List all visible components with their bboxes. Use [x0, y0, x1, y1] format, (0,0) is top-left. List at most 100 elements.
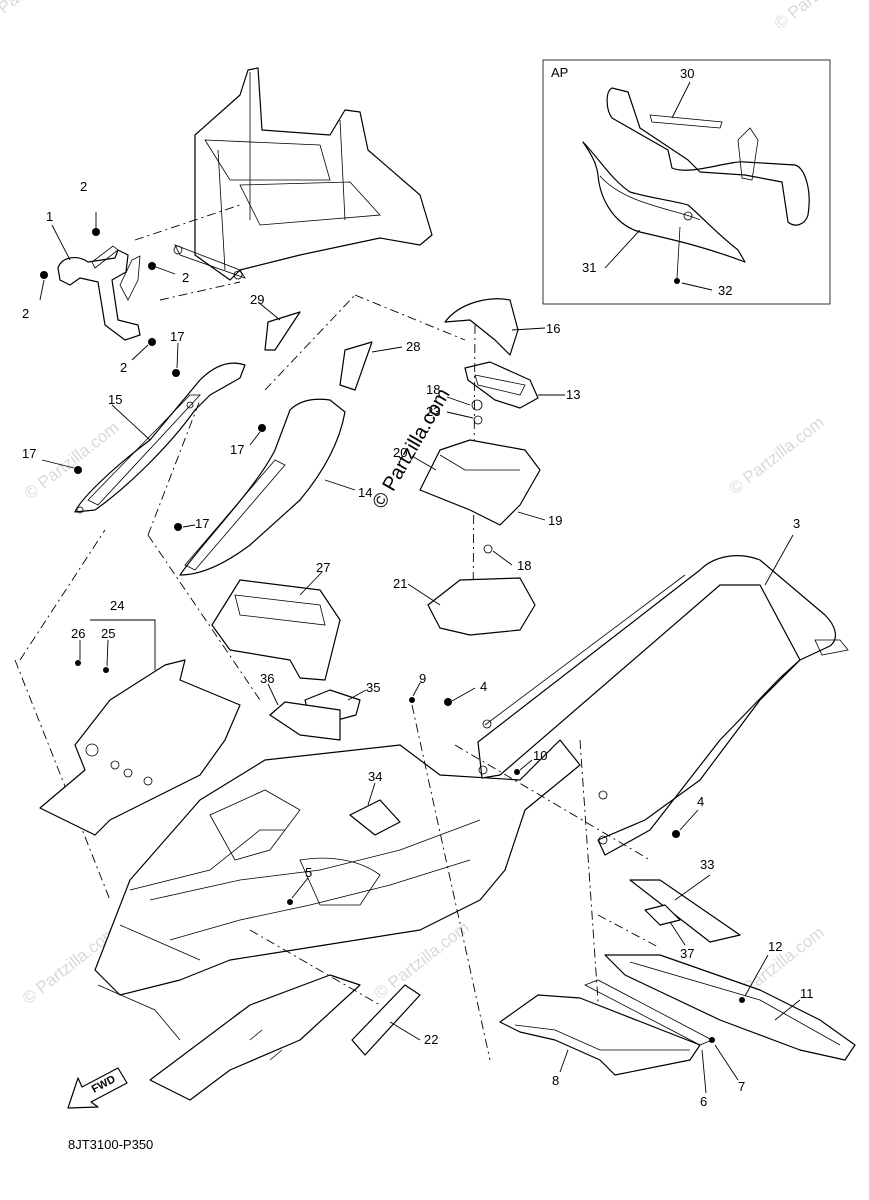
assembly-line — [472, 324, 476, 616]
callout-9: 9 — [419, 671, 426, 686]
callout-37: 37 — [680, 946, 694, 961]
callout-12: 12 — [768, 939, 782, 954]
callout-31: 31 — [582, 260, 596, 275]
watermark: © Partzilla.com — [726, 413, 828, 499]
callout-30: 30 — [680, 66, 694, 81]
callout-33: 33 — [700, 857, 714, 872]
leader — [701, 1049, 707, 1094]
leader — [407, 583, 441, 606]
inset-label: AP — [551, 65, 568, 80]
callout-17: 17 — [195, 516, 209, 531]
leader — [324, 479, 356, 491]
leader — [774, 999, 801, 1021]
callout-28: 28 — [406, 339, 420, 354]
leader — [674, 874, 711, 901]
part-22-rubber-strip — [351, 984, 421, 1056]
callout-32: 32 — [718, 283, 732, 298]
leader — [257, 301, 281, 321]
leader — [517, 511, 546, 521]
leader — [39, 279, 45, 301]
part-2-bolts — [40, 228, 156, 346]
leader — [131, 344, 149, 361]
part-7-rivet — [709, 1037, 715, 1043]
part-31-skid-guard — [582, 141, 746, 263]
callout-2: 2 — [80, 179, 87, 194]
part-33-decal — [629, 879, 741, 943]
leader — [764, 534, 794, 586]
callout-8: 8 — [552, 1073, 559, 1088]
part-29-decal — [264, 311, 301, 351]
callout-4: 4 — [480, 679, 487, 694]
leader — [347, 689, 367, 701]
fwd-arrow-icon: FWD — [67, 1067, 128, 1109]
callout-17: 17 — [170, 329, 184, 344]
callout-4: 4 — [697, 794, 704, 809]
part-13-bracket — [464, 361, 539, 409]
callout-36: 36 — [260, 671, 274, 686]
part-30-bracket — [649, 114, 723, 129]
leader — [106, 639, 109, 667]
assembly-line — [249, 929, 381, 1006]
part-31-hole — [683, 211, 693, 221]
part-32-bolt — [676, 226, 681, 279]
part-27-storage-box — [211, 579, 341, 681]
leader — [51, 224, 71, 261]
rear-chassis — [94, 739, 581, 1101]
part-9-rivet — [409, 697, 415, 703]
leader — [249, 431, 261, 446]
part-24-heat-shield — [39, 659, 241, 836]
assembly-line — [159, 281, 241, 301]
leader — [681, 282, 713, 291]
leader — [714, 1044, 739, 1081]
diagram-code: 8JT3100-P350 — [68, 1137, 153, 1152]
part-23-collar — [473, 415, 483, 425]
callout-10: 10 — [533, 748, 547, 763]
callouts: 1 2 2 2 2 3 4 4 5 6 7 8 9 10 11 12 13 14… — [22, 179, 814, 1109]
callout-6: 6 — [700, 1094, 707, 1109]
leader — [90, 619, 156, 670]
callout-1: 1 — [46, 209, 53, 224]
callout-18: 18 — [426, 382, 440, 397]
callout-17: 17 — [22, 446, 36, 461]
part-31-edge — [599, 175, 701, 221]
part-32-head — [674, 278, 680, 284]
part-30-mount — [737, 127, 759, 181]
part-5-rivet — [287, 899, 293, 905]
part-17-screws — [74, 369, 266, 531]
leader — [446, 396, 471, 406]
callout-35: 35 — [366, 680, 380, 695]
leader — [111, 404, 151, 441]
leader — [492, 550, 513, 566]
callout-15: 15 — [108, 392, 122, 407]
leader — [389, 1021, 421, 1041]
callout-14: 14 — [358, 485, 372, 500]
callout-22: 22 — [424, 1032, 438, 1047]
part-4-bolt — [672, 830, 680, 838]
part-16-cover — [444, 298, 519, 356]
callout-2: 2 — [120, 360, 127, 375]
part-3-rear-rail — [477, 555, 849, 856]
leader — [299, 571, 323, 596]
leader — [41, 459, 75, 469]
inset-frame — [542, 59, 831, 305]
leader — [291, 877, 309, 899]
assembly-line — [354, 294, 466, 341]
inset-ap: AP 30 31 32 — [542, 59, 831, 305]
leader — [155, 266, 176, 275]
callout-34: 34 — [368, 769, 382, 784]
callout-7: 7 — [738, 1079, 745, 1094]
part-19-tray — [419, 439, 541, 526]
leader — [411, 455, 437, 471]
callout-29: 29 — [250, 292, 264, 307]
part-14-side-cover — [179, 398, 346, 576]
leader — [446, 411, 474, 419]
leader — [371, 346, 403, 353]
assembly-line — [14, 659, 111, 901]
assembly-line — [597, 914, 661, 949]
part-18-grommet — [483, 544, 493, 554]
callout-23: 23 — [426, 404, 440, 419]
leader — [412, 682, 421, 697]
part-1-rear-bumper — [57, 245, 141, 341]
part-25-clip — [103, 667, 109, 673]
